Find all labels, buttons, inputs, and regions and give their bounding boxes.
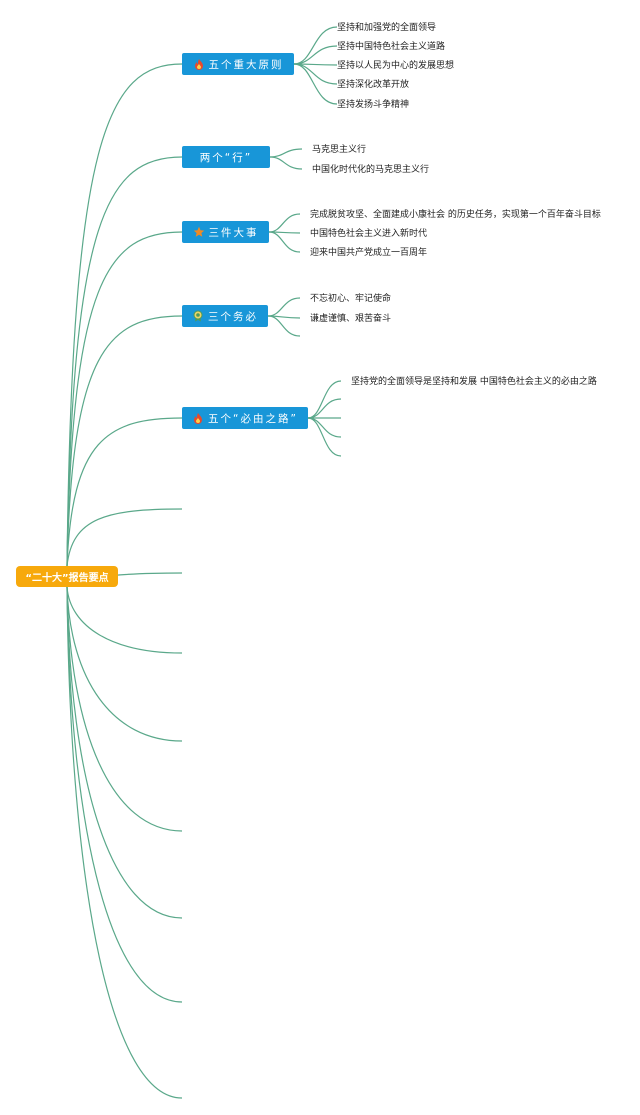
branch-label: 三件大事 <box>208 226 259 239</box>
root-connector <box>66 231 183 567</box>
leaf-connector <box>307 417 342 457</box>
leaf-item: 坚持以人民为中心的发展思想 <box>337 61 455 71</box>
leaf-item: 坚持党的全面领导是坚持和发展 中国特色社会主义的必由之路 <box>351 377 597 387</box>
root-connector <box>66 586 183 832</box>
branch-label: 五个“必由之路” <box>208 412 298 425</box>
leaf-connector <box>267 315 301 337</box>
branch-five-paths[interactable]: 五个“必由之路” <box>182 407 308 429</box>
root-connector <box>66 586 183 654</box>
star-icon <box>193 226 205 238</box>
leaf-connector <box>268 213 301 233</box>
branch-three-events[interactable]: 三件大事 <box>182 221 269 243</box>
root-connector <box>66 315 183 567</box>
root-connector <box>66 417 183 567</box>
leaf-item: 中国化时代化的马克思主义行 <box>312 165 430 175</box>
root-connector <box>66 586 183 1003</box>
leaf-item: 坚持发扬斗争精神 <box>337 100 410 110</box>
root-connector <box>66 586 183 1099</box>
leaf-item: 完成脱贫攻坚、全面建成小康社会 的历史任务，实现第一个百年奋斗目标 <box>310 210 601 220</box>
leaf-connector <box>307 398 342 419</box>
leaf-connector <box>293 45 338 65</box>
leaf-item: 马克思主义行 <box>312 145 367 155</box>
leaf-connector <box>268 231 301 253</box>
branch-label: 两个“行” <box>199 151 253 164</box>
branch-label: 三个务必 <box>208 310 258 323</box>
leaf-item: 迎来中国共产党成立一百周年 <box>310 248 428 258</box>
root-connector <box>66 586 183 919</box>
leaf-connector <box>293 63 338 85</box>
flame-icon <box>192 412 204 424</box>
branch-five-principles[interactable]: 五个重大原则 <box>182 53 294 75</box>
flame-icon <box>193 58 205 70</box>
leaf-connector <box>267 297 301 317</box>
leaf-connector <box>269 156 303 170</box>
leaf-item: 坚持和加强党的全面领导 <box>337 23 437 33</box>
medal-icon <box>192 310 204 322</box>
leaf-item: 谦虚谨慎、艰苦奋斗 <box>310 314 392 324</box>
leaf-connector <box>307 417 342 438</box>
root-node[interactable]: “二十大”报告要点 <box>16 566 118 587</box>
leaf-item: 不忘初心、牢记使命 <box>310 294 392 304</box>
root-connector <box>66 586 183 742</box>
leaf-item: 中国特色社会主义进入新时代 <box>310 229 428 239</box>
root-connector <box>66 156 183 567</box>
branch-two-xing[interactable]: 两个“行” <box>182 146 270 168</box>
leaf-connector <box>293 63 338 105</box>
branch-three-musts[interactable]: 三个务必 <box>182 305 268 327</box>
root-connector <box>66 63 183 567</box>
leaf-item: 坚持中国特色社会主义道路 <box>337 42 446 52</box>
leaf-item: 坚持深化改革开放 <box>337 80 410 90</box>
leaf-connector <box>269 148 303 158</box>
root-connector <box>66 508 183 567</box>
branch-label: 五个重大原则 <box>208 58 284 71</box>
leaf-connector <box>293 26 338 65</box>
